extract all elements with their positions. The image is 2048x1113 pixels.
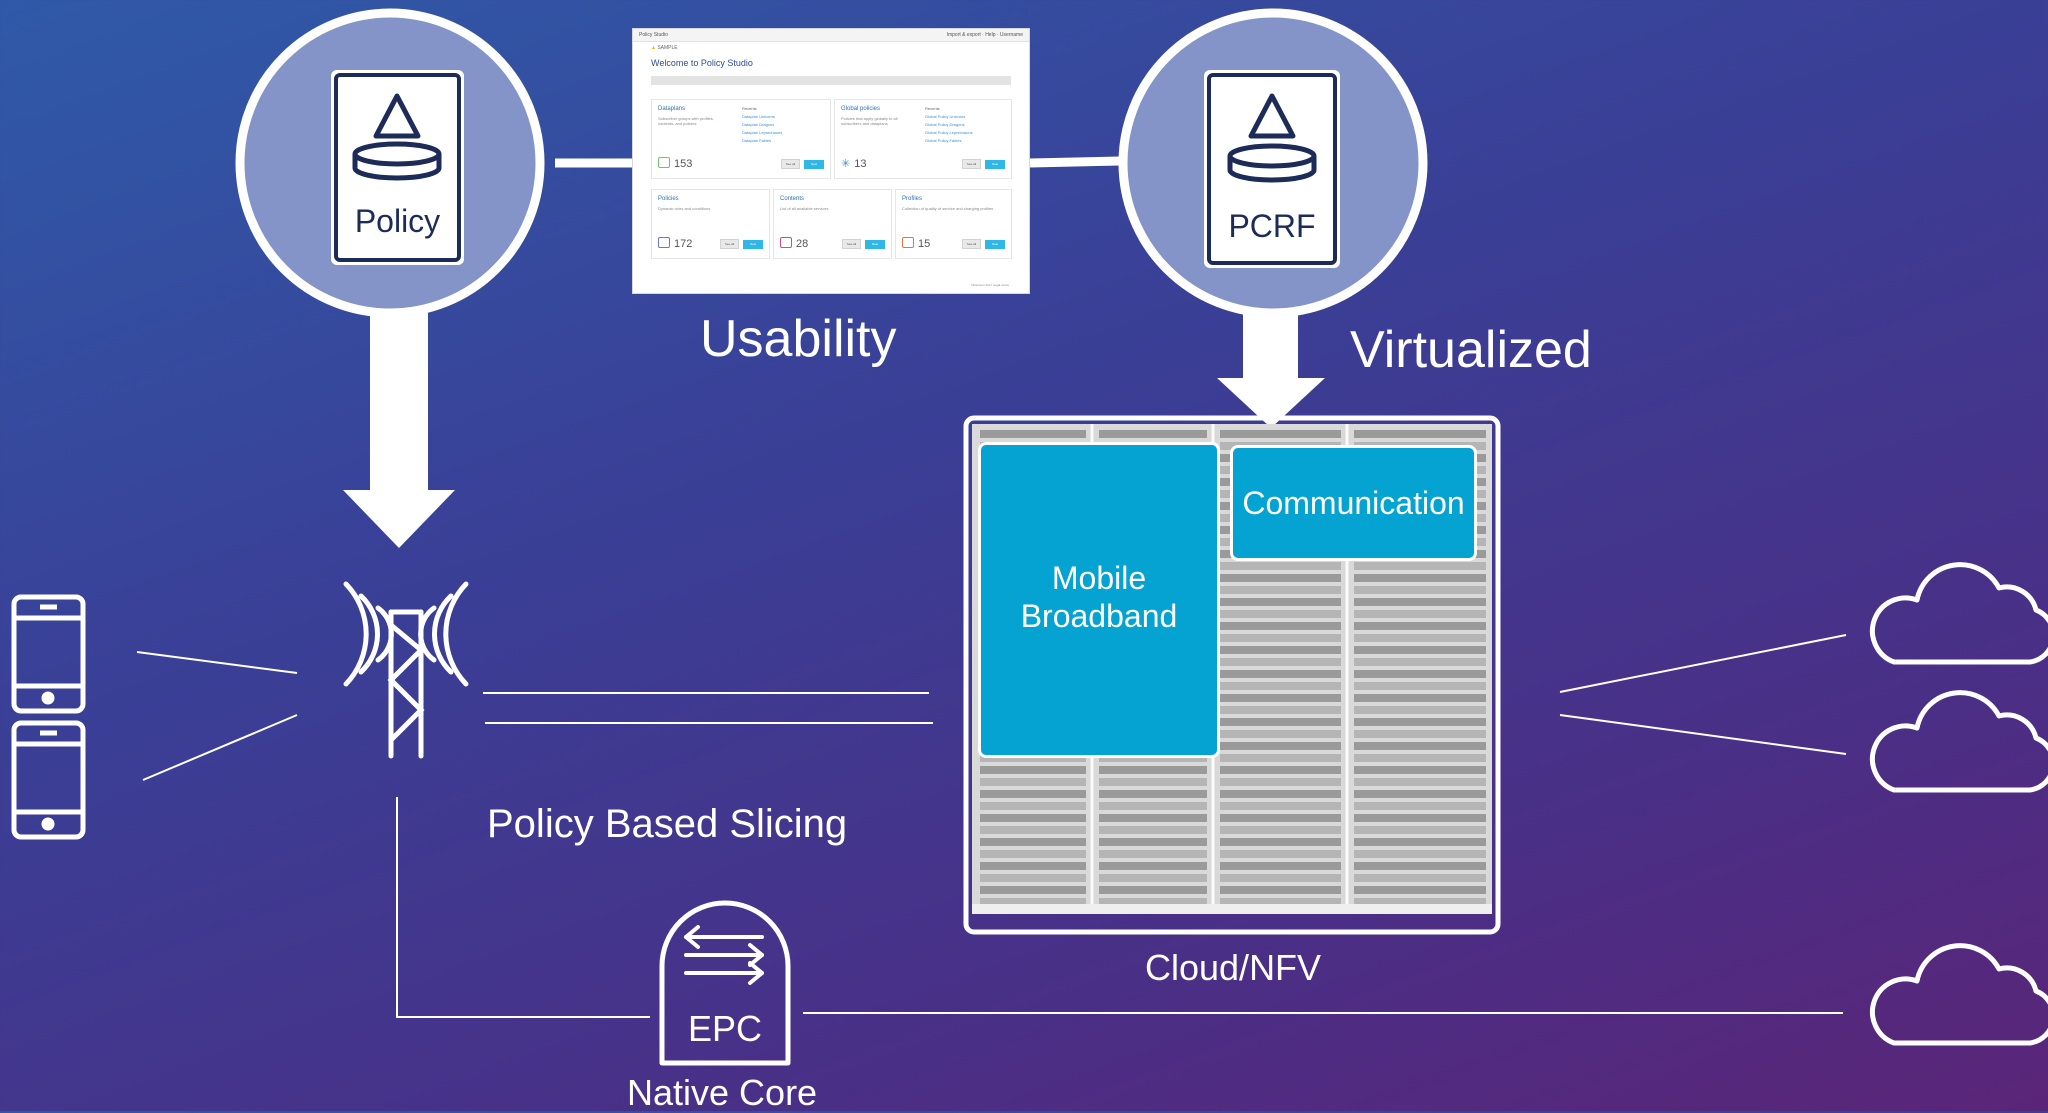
screenshot-welcome: Welcome to Policy Studio <box>651 58 753 68</box>
card-count: 153 <box>658 157 692 170</box>
recent-link[interactable]: Global Policy Fairies <box>925 138 962 143</box>
phone-icon <box>11 720 86 840</box>
recent-link[interactable]: Global Policy Leprechauns <box>925 130 973 135</box>
card-title: Policies <box>658 196 679 202</box>
policy-node <box>235 8 545 318</box>
cloud-icon <box>1870 943 2048 1046</box>
recent-link[interactable]: Global Policy Unicorns <box>925 114 966 119</box>
virtualized-caption: Virtualized <box>1350 321 1592 379</box>
contents-card: Contents List of all available services … <box>773 189 892 259</box>
recent-link[interactable]: Dataplan Leprechauns <box>742 130 783 135</box>
native-core-caption: Native Core <box>627 1072 818 1113</box>
screenshot-footer: ©Ericsson 2017 Legal notice <box>970 283 1009 287</box>
policy-label: Policy <box>354 203 441 239</box>
pcrf-server-icon <box>1227 93 1317 183</box>
card-count: 28 <box>780 237 808 250</box>
card-title: Dataplans <box>658 106 686 112</box>
profiles-card: Profiles Collection of quality of servic… <box>895 189 1012 259</box>
recents-title: Recents <box>742 106 757 111</box>
new-button[interactable]: New <box>804 160 824 169</box>
screenshot-breadcrumb: ▲ SAMPLE <box>633 42 1029 54</box>
policy-studio-screenshot: Policy Studio Import & export · Help · U… <box>632 28 1030 294</box>
mobile-broadband-line1: Mobile <box>1051 560 1147 596</box>
cloud-nfv-caption: Cloud/NFV <box>1145 947 1322 988</box>
phone-link-line <box>142 714 298 781</box>
new-button[interactable]: New <box>865 240 885 249</box>
recent-link[interactable]: Dataplan Fairies <box>742 138 772 143</box>
card-desc: Dynamic rules and conditions <box>658 206 711 211</box>
card-title: Contents <box>780 196 805 202</box>
see-all-button[interactable]: See all <box>720 239 739 249</box>
screenshot-breadcrumb-text: SAMPLE <box>657 45 678 51</box>
policy-icon <box>658 237 670 248</box>
card-desc: Policies that apply globally to all subs… <box>841 116 898 127</box>
screenshot-topbar-right: Import & export · Help · Username <box>946 32 1023 38</box>
see-all-button[interactable]: See all <box>962 239 981 249</box>
global-policies-card: Global policies Policies that apply glob… <box>834 99 1012 179</box>
card-count: 15 <box>902 237 930 250</box>
new-button[interactable]: New <box>985 160 1005 169</box>
recent-link[interactable]: Dataplan Dragons <box>742 122 775 127</box>
card-desc: Subscriber groups with profiles, content… <box>658 116 714 127</box>
content-icon <box>780 237 792 248</box>
pcrf-node <box>1118 8 1428 318</box>
card-desc: List of all available services <box>780 206 829 211</box>
pcrf-down-arrow <box>1217 313 1325 428</box>
epc-label: EPC <box>687 1008 763 1049</box>
card-count: ✳13 <box>841 158 867 170</box>
card-title: Profiles <box>902 196 923 202</box>
usability-caption: Usability <box>700 310 897 368</box>
recent-link[interactable]: Dataplan Unicorns <box>742 114 775 119</box>
communication-slice: Communication <box>1230 445 1477 561</box>
recents-title: Recents <box>925 106 940 111</box>
policies-card: Policies Dynamic rules and conditions 17… <box>651 189 770 259</box>
dataplans-card: Dataplans Subscriber groups with profile… <box>651 99 831 179</box>
communication-label: Communication <box>1242 484 1465 521</box>
profile-icon <box>902 237 914 248</box>
epc-router-icon <box>659 900 791 1066</box>
new-button[interactable]: New <box>743 240 763 249</box>
phone-link-line <box>136 651 298 674</box>
cloud-icon <box>1870 562 2048 665</box>
policy-based-slicing-caption: Policy Based Slicing <box>487 802 848 846</box>
see-all-button[interactable]: See all <box>842 239 861 249</box>
see-all-button[interactable]: See all <box>781 159 800 169</box>
radio-tower-icon <box>343 581 469 759</box>
screenshot-topbar: Policy Studio Import & export · Help · U… <box>633 29 1029 42</box>
card-title: Global policies <box>841 106 881 112</box>
see-all-button[interactable]: See all <box>962 159 981 169</box>
warning-icon: ▲ <box>651 45 656 51</box>
dataplan-icon <box>658 157 670 168</box>
mobile-broadband-slice: Mobile Broadband <box>978 442 1220 758</box>
screenshot-banner <box>651 76 1011 85</box>
phone-icon <box>11 594 86 714</box>
screenshot-to-pcrf-connector <box>1029 156 1121 168</box>
tower-to-epc-line <box>396 797 650 1018</box>
mobile-broadband-line2: Broadband <box>1020 598 1178 635</box>
recent-link[interactable]: Global Policy Dragons <box>925 122 965 127</box>
pcrf-label: PCRF <box>1228 208 1316 244</box>
cloud-icon <box>1870 690 2048 793</box>
policy-server-icon <box>352 93 442 181</box>
new-button[interactable]: New <box>985 240 1005 249</box>
screenshot-app-title: Policy Studio <box>639 32 668 38</box>
policy-down-arrow <box>343 313 455 548</box>
card-desc: Collection of quality of service and cha… <box>902 206 994 211</box>
card-count: 172 <box>658 237 692 250</box>
nfv-to-cloud-line <box>1559 714 1847 755</box>
nfv-to-cloud-line <box>1559 634 1847 693</box>
snowflake-icon: ✳ <box>841 158 851 170</box>
